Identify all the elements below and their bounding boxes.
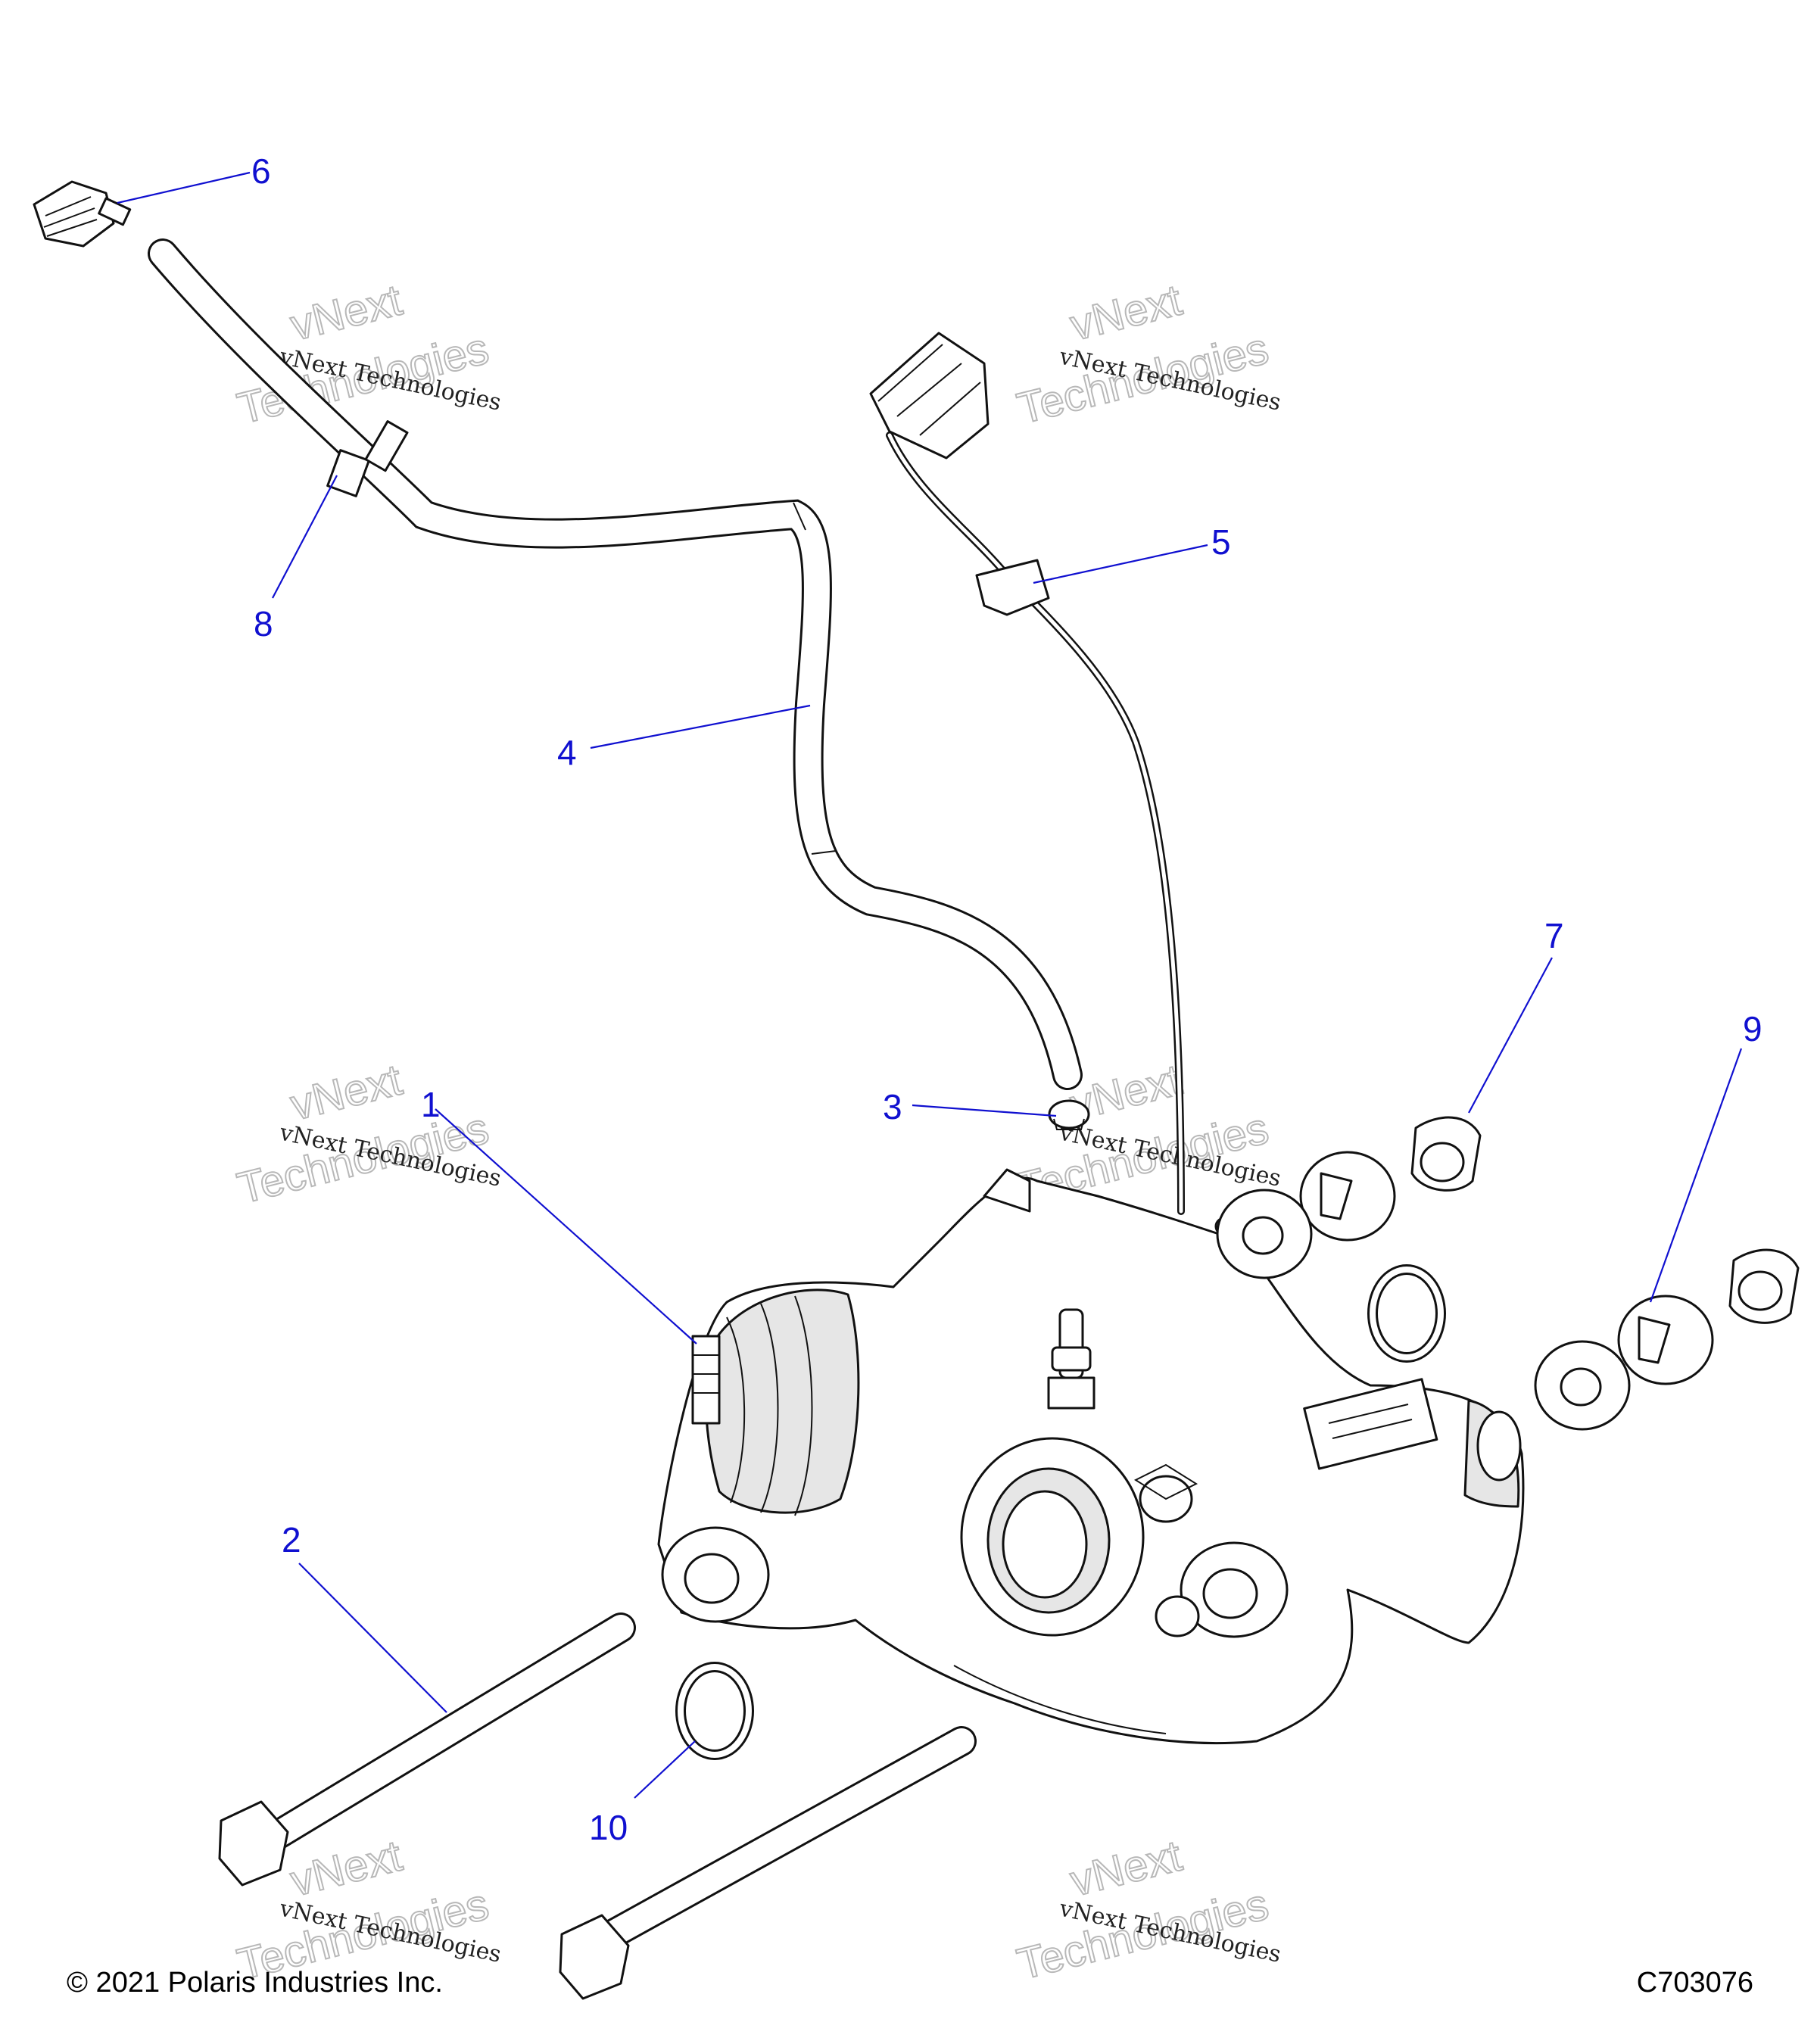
- vent-hose-part: [148, 238, 1083, 1090]
- svg-text:vNext: vNext: [285, 1831, 407, 1906]
- leader-2: [298, 1563, 447, 1713]
- wire-harness-part: [869, 332, 1185, 1215]
- gearcase-part: [657, 1168, 1525, 1745]
- svg-text:vNext: vNext: [1065, 1831, 1186, 1906]
- callout-7: 7: [1544, 916, 1564, 955]
- watermark-top-right: vNext Technologies vNext Technologies: [1011, 275, 1283, 435]
- callout-10: 10: [589, 1808, 628, 1847]
- o-ring-lower: [675, 1662, 754, 1760]
- callout-3: 3: [883, 1087, 902, 1126]
- callout-5: 5: [1211, 522, 1231, 562]
- bolt-upper: [218, 1612, 636, 1887]
- leader-6: [117, 171, 251, 204]
- vent-cap-part: [33, 180, 132, 248]
- hose-clip-part: [326, 420, 409, 497]
- copyright-text: © 2021 Polaris Industries Inc.: [67, 1967, 443, 1999]
- svg-text:vNext: vNext: [1065, 276, 1186, 351]
- bolt-lower: [559, 1726, 977, 2000]
- bushing-part-7: [1216, 1116, 1482, 1279]
- leader-lines: [117, 171, 1743, 1799]
- callout-2: 2: [282, 1520, 301, 1559]
- figure-id: C703076: [1636, 1967, 1753, 1999]
- callout-8: 8: [254, 604, 273, 643]
- leader-8: [272, 475, 338, 599]
- leader-3: [912, 1104, 1057, 1117]
- leader-5: [1033, 544, 1208, 584]
- leader-10: [634, 1740, 696, 1799]
- leader-7: [1468, 957, 1553, 1114]
- svg-text:vNext: vNext: [285, 276, 407, 351]
- small-clip-part: [1048, 1099, 1090, 1130]
- svg-text:vNext: vNext: [285, 1055, 407, 1130]
- callout-6: 6: [251, 151, 271, 191]
- callout-9: 9: [1743, 1009, 1762, 1048]
- callout-4: 4: [557, 733, 577, 772]
- leader-4: [590, 704, 811, 749]
- callout-labels: 1 2 3 4 5 6 7 8 9 10: [251, 151, 1762, 1847]
- callout-1: 1: [421, 1085, 441, 1124]
- o-ring-upper: [1367, 1264, 1446, 1363]
- leader-1: [435, 1108, 697, 1344]
- leader-9: [1649, 1048, 1743, 1303]
- bushing-part-9: [1534, 1248, 1800, 1431]
- watermark-bottom-right: vNext Technologies vNext Technologies: [1011, 1831, 1283, 1990]
